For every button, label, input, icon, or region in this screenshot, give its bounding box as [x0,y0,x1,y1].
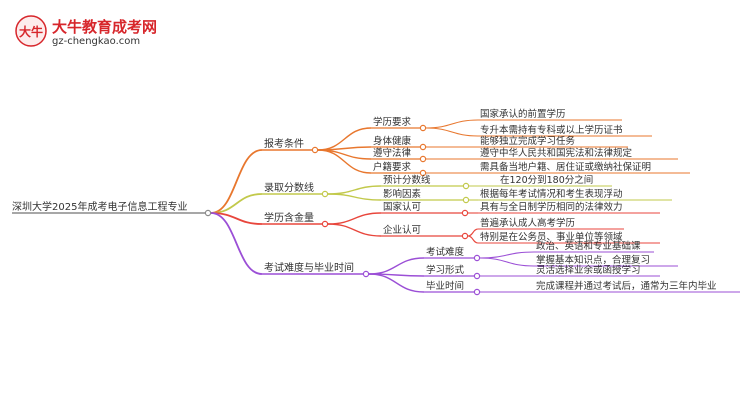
subtopic-link [327,212,382,225]
leaf-topic: 专升本需持有专科或以上学历证书 [480,124,623,136]
branch-collapse-toggle[interactable] [321,190,329,198]
branch-collapse-toggle[interactable] [311,146,319,154]
leaf-topic: 完成课程并通过考试后，通常为三年内毕业 [536,280,717,292]
mindmap-nodes: 深圳大学2025年成考电子信息工程专业 报考条件 学历要求 国家承认的前置学历专升本需… [12,108,717,296]
subtopic: 身体健康 [373,135,412,147]
branch-topic: 录取分数线 [264,181,314,194]
branch-collapse-toggle[interactable] [321,220,329,228]
subtopic-link [327,223,382,237]
subtopic: 预计分数线 [383,174,431,186]
subtopic: 影响因素 [383,188,422,200]
branch-link [210,212,263,275]
subtopic-collapse-toggle[interactable] [419,155,427,163]
subtopic: 学习形式 [426,264,465,276]
subtopic: 企业认可 [383,224,421,236]
subtopic-collapse-toggle[interactable] [461,232,469,240]
leaf-link [479,251,535,259]
root-collapse-toggle[interactable] [204,209,212,217]
subtopic: 户籍要求 [373,161,412,173]
root-topic: 深圳大学2025年成考电子信息工程专业 [12,200,187,213]
site-logo[interactable]: 大牛 大牛教育成考网 gz-chengkao.com [14,14,184,58]
branch-link [210,149,263,214]
subtopic-link [327,185,382,195]
leaf-topic: 在120分到180分之间 [500,174,593,186]
subtopic-collapse-toggle[interactable] [473,254,481,262]
subtopic-link [327,193,382,201]
branch-topic: 学历含金量 [264,211,314,224]
branch-topic: 考试难度与毕业时间 [264,261,354,274]
branch-topic: 报考条件 [264,137,304,150]
leaf-topic: 根据每年考试情况和考生表现浮动 [480,188,623,200]
subtopic-collapse-toggle[interactable] [473,288,481,296]
logo-title: 大牛教育成考网 [52,18,158,36]
leaf-link [479,257,535,267]
subtopic: 国家认可 [383,201,421,213]
leaf-topic: 灵活选择业余或函授学习 [536,264,641,276]
subtopic: 毕业时间 [426,280,464,292]
leaf-topic: 国家承认的前置学历 [480,108,566,120]
leaf-topic: 普遍承认成人高考学历 [480,217,575,229]
mindmap-links [12,119,740,293]
leaf-link [425,127,479,137]
subtopic-collapse-toggle[interactable] [419,124,427,132]
leaf-topic: 遵守中华人民共和国宪法和法律规定 [480,147,633,159]
leaf-topic: 能够独立完成学习任务 [480,135,576,147]
subtopic-collapse-toggle[interactable] [461,209,469,217]
subtopic-collapse-toggle[interactable] [462,196,470,204]
leaf-topic: 政治、英语和专业基础课 [536,240,641,252]
subtopic-collapse-toggle[interactable] [473,272,481,280]
subtopic: 考试难度 [426,246,465,258]
logo-mark-text: 大牛 [19,24,43,39]
leaf-topic: 需具备当地户籍、居住证或缴纳社保证明 [480,161,651,173]
subtopic-link [368,273,425,293]
leaf-link [425,119,479,129]
subtopic-link [317,149,372,174]
logo-mark-icon: 大牛 [15,15,47,47]
subtopic-collapse-toggle[interactable] [462,182,470,190]
subtopic: 学历要求 [373,116,412,128]
leaf-link [467,235,479,244]
leaf-link [467,228,479,237]
subtopic-link [317,146,372,151]
leaf-topic: 具有与全日制学历相同的法律效力 [480,201,623,213]
branch-collapse-toggle[interactable] [362,270,370,278]
leaf-topic: 掌握基本知识点，合理复习 [536,254,650,266]
subtopic-collapse-toggle[interactable] [419,169,427,177]
leaf-topic: 特别是在公务员、事业单位等领域 [480,231,623,243]
logo-url: gz-chengkao.com [52,36,141,47]
subtopic-link [368,257,425,275]
subtopic: 遵守法律 [373,147,412,159]
subtopic-collapse-toggle[interactable] [419,143,427,151]
